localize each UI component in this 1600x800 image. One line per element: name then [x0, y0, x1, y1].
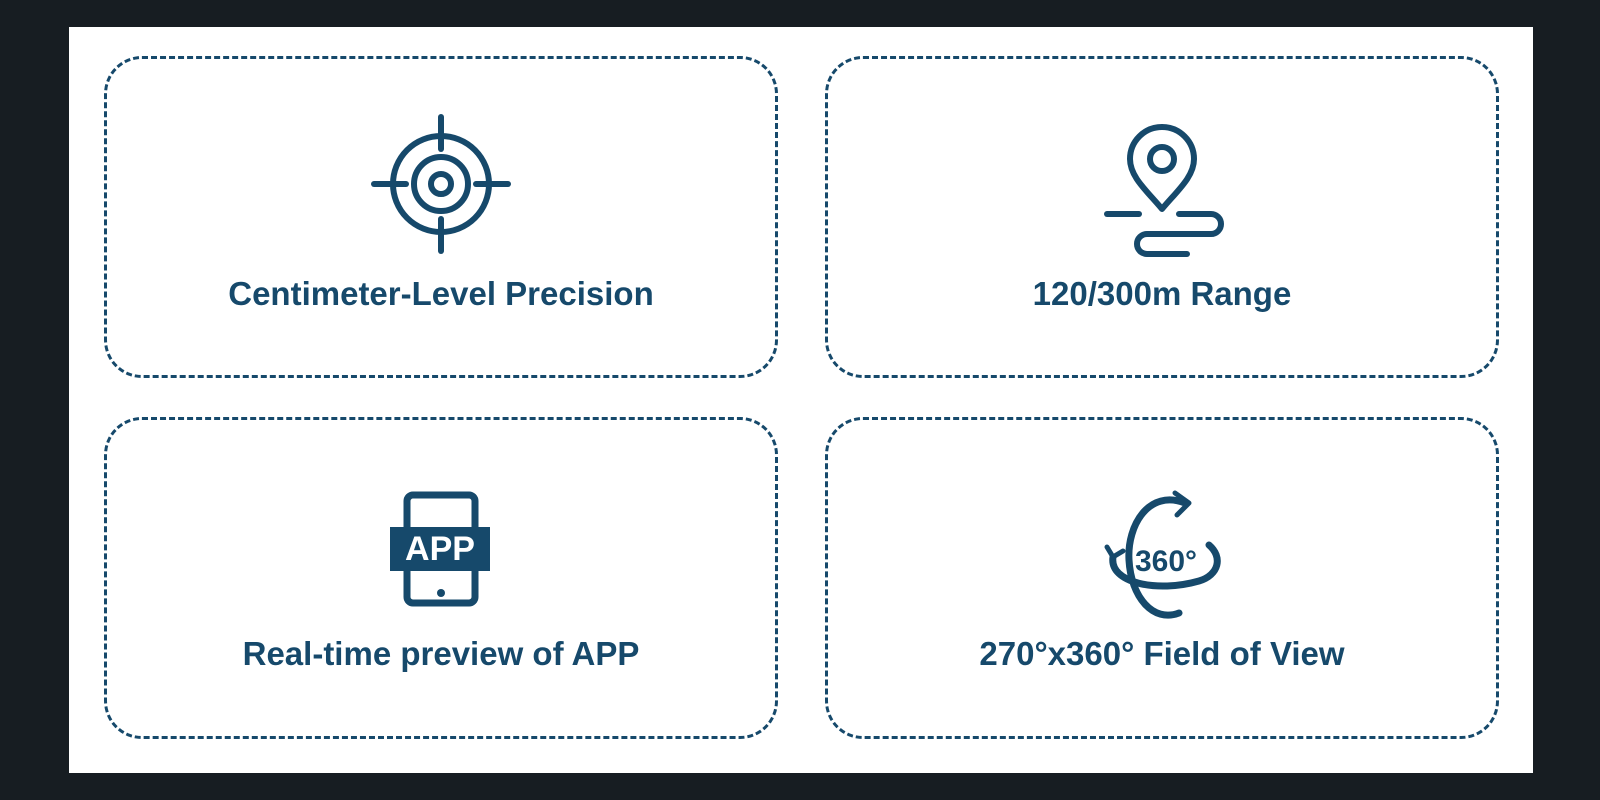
- features-panel: Centimeter-Level Precision 120/300m Rang…: [69, 27, 1533, 773]
- feature-card-range: 120/300m Range: [825, 56, 1499, 378]
- feature-label: Real-time preview of APP: [242, 635, 640, 672]
- app-badge-text: APP: [405, 530, 475, 568]
- feature-label: Centimeter-Level Precision: [228, 275, 654, 312]
- rotation-360-icon: 360°: [1087, 485, 1237, 635]
- tablet-app-icon: APP: [366, 485, 516, 635]
- feature-label: 120/300m Range: [1032, 275, 1292, 312]
- feature-card-field-of-view: 360° 270°x360° Field of View: [825, 417, 1499, 739]
- map-pin-route-icon: [1087, 109, 1237, 259]
- feature-label: 270°x360° Field of View: [979, 635, 1345, 672]
- feature-card-app-preview: APP Real-time preview of APP: [104, 417, 778, 739]
- rotation-badge-text: 360°: [1135, 545, 1197, 578]
- target-crosshair-icon: [366, 109, 516, 259]
- feature-card-precision: Centimeter-Level Precision: [104, 56, 778, 378]
